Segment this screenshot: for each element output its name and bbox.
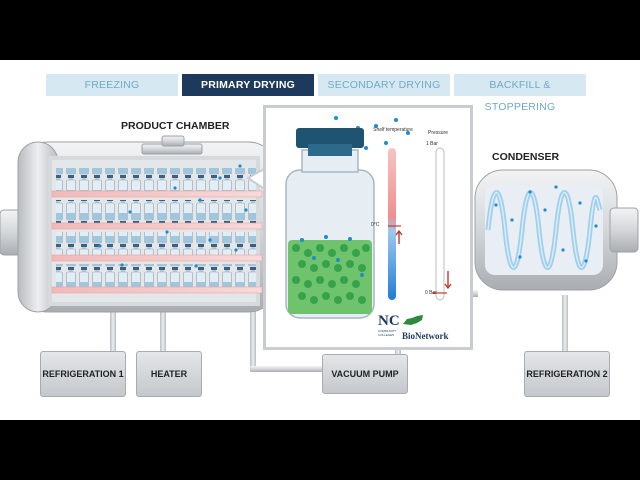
bionetwork-logo-text: BioNetwork: [402, 331, 449, 341]
pressure-title: Pressure: [428, 130, 449, 136]
tab-backfill-stoppering[interactable]: BACKFILL & STOPPERING: [454, 74, 586, 113]
shelf-temperature-zero: 0°C: [371, 222, 380, 228]
condenser-tank: [474, 169, 639, 291]
refrigeration-1-box: REFRIGERATION 1: [40, 351, 126, 397]
tab-freezing[interactable]: FREEZING: [46, 74, 178, 96]
nc-community-colleges-logo: NC COMMUNITY COLLEGES: [378, 313, 400, 343]
refrigeration-2-box: REFRIGERATION 2: [524, 351, 610, 397]
shelves: [51, 168, 263, 294]
pressure-top-label: 1 Bar: [426, 141, 438, 147]
lyophilization-diagram: FREEZING PRIMARY DRYING SECONDARY DRYING…: [0, 60, 640, 420]
heater-box: HEATER: [136, 351, 202, 397]
vial-zoom-panel: Shelf temperature 0°C Pressure 1 Bar 0 B…: [263, 105, 473, 350]
phase-tabs: FREEZING PRIMARY DRYING SECONDARY DRYING…: [46, 74, 586, 113]
machine-illustration: [0, 135, 639, 372]
chamber-vapor: [98, 164, 248, 268]
nc-logo-text: NC: [378, 313, 400, 329]
tab-primary-drying[interactable]: PRIMARY DRYING: [182, 74, 314, 96]
nc-logo-subtext: COMMUNITY COLLEGES: [378, 329, 397, 337]
nc-state-shape-icon: [403, 315, 423, 325]
shelf-temperature-title: Shelf temperature: [373, 127, 413, 133]
pressure-bottom-label: 0 Bar: [425, 290, 437, 296]
vial-detail-illustration: [285, 116, 452, 319]
tab-secondary-drying[interactable]: SECONDARY DRYING: [318, 74, 450, 96]
vacuum-pump-box: VACUUM PUMP: [322, 354, 408, 394]
product-chamber-label: PRODUCT CHAMBER: [121, 120, 230, 132]
condenser-label: CONDENSER: [492, 151, 560, 163]
bionetwork-logo: BioNetwork: [402, 313, 464, 343]
